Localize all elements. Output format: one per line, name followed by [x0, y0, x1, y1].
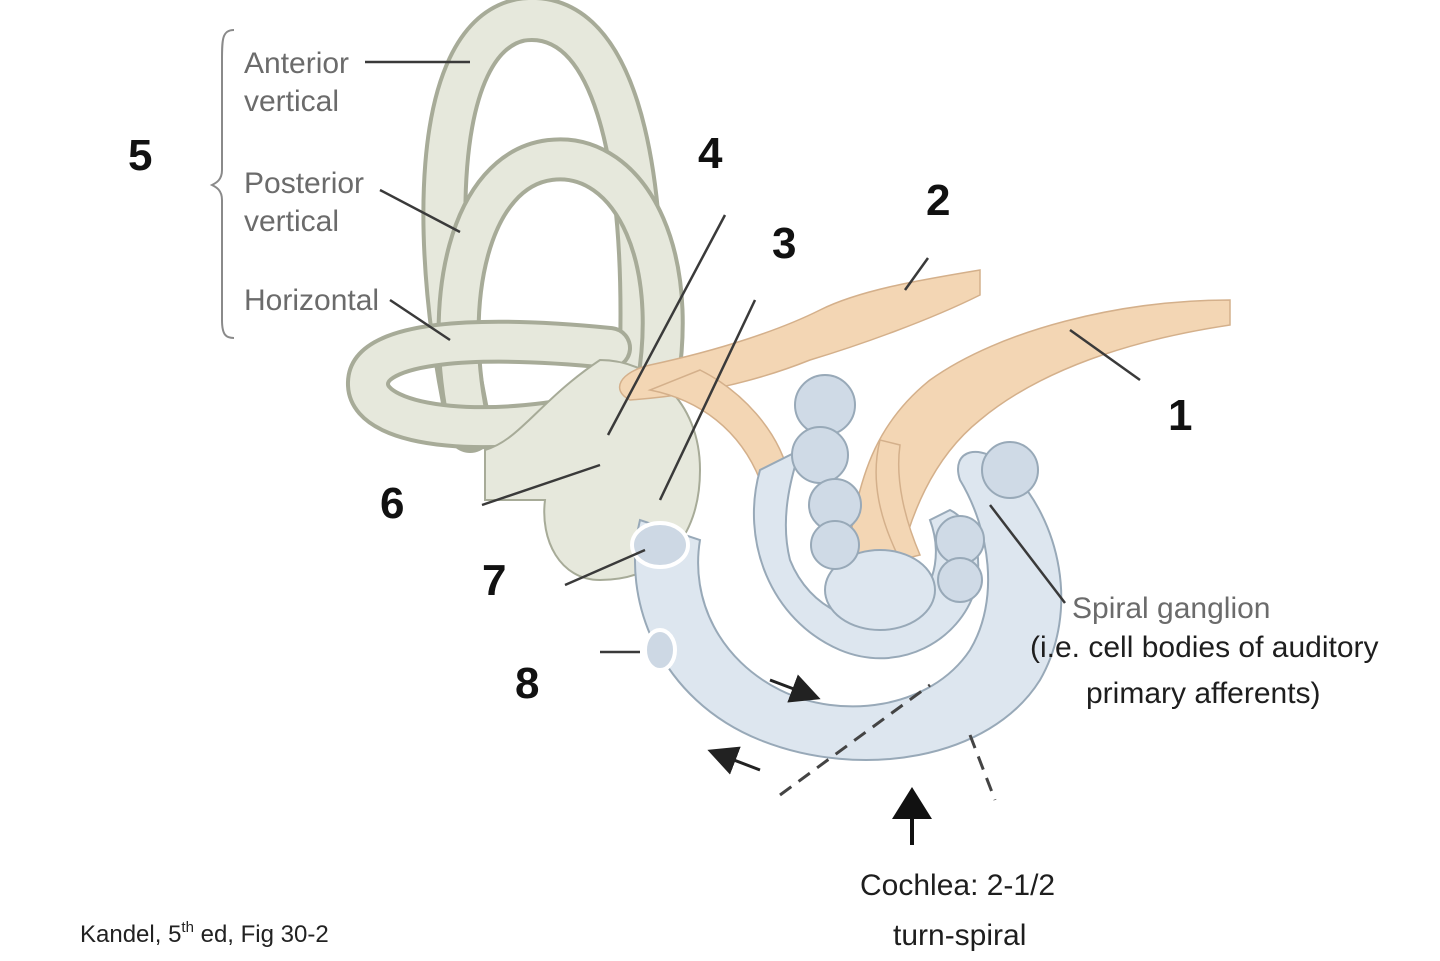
- canal-bracket: [209, 29, 235, 339]
- flow-annotations: [707, 674, 997, 845]
- dashed-cut-line: [779, 683, 931, 797]
- cochlea-caption-line2: turn-spiral: [893, 919, 1026, 952]
- anterior-vertical-label-line2: vertical: [244, 85, 339, 118]
- leader-lines: [365, 60, 1141, 654]
- posterior-vertical-label-line1: Posterior: [244, 167, 364, 200]
- oval-window: [630, 521, 690, 569]
- spiral-ganglion-note-line1: (i.e. cell bodies of auditory: [1030, 631, 1379, 664]
- semicircular-canals: [346, 0, 702, 582]
- horizontal-canal-label: Horizontal: [244, 284, 379, 317]
- figure-citation: Kandel, 5th ed, Fig 30-2: [80, 919, 329, 948]
- label-number-8: 8: [515, 659, 539, 708]
- cochlea: [630, 374, 1063, 761]
- forward-arrow: [769, 674, 821, 703]
- spiral-ganglion-note-line2: primary afferents): [1086, 677, 1321, 710]
- label-number-5: 5: [128, 131, 152, 180]
- cochlea-apex: [824, 549, 936, 631]
- label-number-3: 3: [772, 219, 796, 268]
- label-number-7: 7: [482, 556, 506, 605]
- anterior-vertical-label-line1: Anterior: [244, 47, 349, 80]
- vestibular-nerve-branch: [618, 269, 981, 401]
- return-arrow: [707, 746, 761, 775]
- label-number-6: 6: [380, 479, 404, 528]
- label-number-2: 2: [926, 176, 950, 225]
- label-number-4: 4: [698, 129, 723, 178]
- round-window: [643, 628, 677, 672]
- spiral-ganglion-label: Spiral ganglion: [1072, 592, 1270, 625]
- dashed-cut-line-2: [968, 734, 997, 801]
- label-number-1: 1: [1168, 391, 1192, 440]
- posterior-vertical-label-line2: vertical: [244, 205, 339, 238]
- cochlea-caption-line1: Cochlea: 2-1/2: [860, 869, 1055, 902]
- vestibulocochlear-nerve: [618, 269, 1231, 583]
